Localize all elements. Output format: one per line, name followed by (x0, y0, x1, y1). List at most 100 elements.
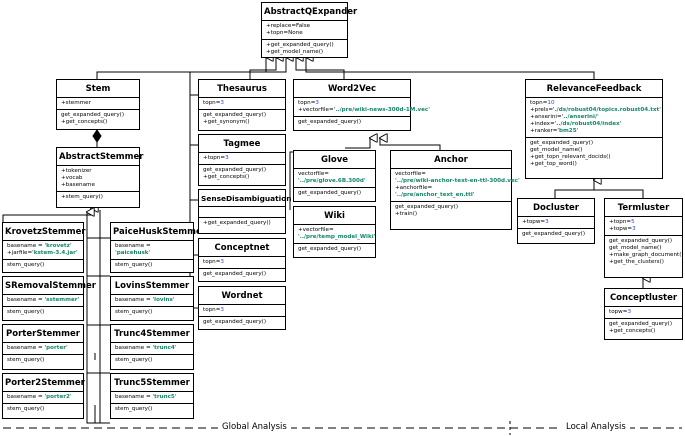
class-attributes: +vectorfile= '../pre/temp_model_Wiki' (294, 225, 375, 244)
method: get_expanded_query() (298, 190, 362, 196)
class-name: Trunc4Stemmer (111, 325, 193, 343)
attribute-value: 3 (632, 226, 636, 232)
class-attributes: topn=10 +prels='./ds/robust04/topics.rob… (526, 98, 662, 138)
class-name: RelevanceFeedback (526, 80, 662, 98)
class-porter-stemmer: PorterStemmer basename = 'porter' stem_q… (2, 324, 84, 370)
class-attributes: vectorfile= '../pre/wiki-anchor-text-en-… (391, 169, 520, 202)
class-attributes: basename = 'trunc4' (111, 343, 193, 355)
class-word2vec: Word2Vec topn=3 +vectorfile='../pre/wiki… (293, 79, 430, 131)
method: get_expanded_query() (395, 204, 459, 210)
class-paicehusk-stemmer: PaiceHuskStemmer basename = 'paicehusk' … (110, 222, 206, 273)
attribute-value: 3 (315, 100, 319, 106)
attribute: basename = (7, 394, 45, 400)
attribute: basename = (7, 297, 45, 303)
class-abstract-stemmer: AbstractStemmer +tokenizer +vocab +basen… (56, 147, 143, 208)
attribute: +vectorfile= (298, 107, 334, 113)
attribute-value: 3 (225, 155, 229, 161)
attribute: vectorfile= (298, 171, 329, 177)
method: +get_the_clusters() (609, 259, 664, 265)
class-conceptluster: Conceptluster topw=3 get_expanded_query(… (604, 288, 683, 340)
method: get_expanded_query() (61, 112, 125, 118)
attribute-value: 'krovetz' (44, 243, 72, 249)
method: get_model_name() (609, 245, 662, 251)
method: +get_expanded_query() (203, 220, 271, 226)
class-name: AbstractStemmer (57, 148, 143, 166)
class-attributes: basename = 'porter2' (3, 392, 83, 404)
class-thesaurus: Thesaurus topn=3 get_expanded_query() +g… (198, 79, 286, 131)
attribute-value: '../pre/anchor_text_en.ttl' (395, 192, 475, 198)
class-stem: Stem +stemmer get_expanded_query() +get_… (56, 79, 140, 130)
edge-thesaurus-inherits (249, 57, 276, 79)
class-name: Word2Vec (294, 80, 410, 98)
class-methods: stem_query() (3, 404, 83, 415)
attribute: +topn= (609, 219, 632, 225)
class-name: Wiki (294, 207, 375, 225)
class-attributes: +topn=3 (199, 153, 285, 165)
edge-stem-inherits (96, 57, 266, 79)
class-attributes: topw=3 (605, 307, 682, 319)
method: get_expanded_query() (609, 238, 673, 244)
class-attributes: +stemmer (57, 98, 139, 110)
class-name: LovinsStemmer (111, 277, 193, 295)
class-abstract-qexpander: AbstractQExpander +replace=False +topn=N… (261, 2, 357, 58)
attribute-value: 'porter' (44, 345, 68, 351)
class-name: Termluster (605, 199, 682, 217)
class-sremoval-stemmer: SRemovalStemmer basename = 'sstemmer' st… (2, 276, 96, 321)
class-anchor: Anchor vectorfile= '../pre/wiki-anchor-t… (390, 150, 520, 230)
attribute: basename = (7, 345, 45, 351)
method: +get_concepts() (203, 174, 250, 180)
class-glove: Glove vectorfile= '../pre/glove.6B.300d'… (293, 150, 376, 202)
attribute: +tokenizer (61, 168, 92, 174)
class-lovins-stemmer: LovinsStemmer basename = 'lovins' stem_q… (110, 276, 194, 321)
class-attributes: topn=3 (199, 305, 285, 317)
attribute-value: kstem-3.4.jar' (33, 250, 78, 256)
class-methods: get_expanded_query() +get_synonym() (199, 110, 285, 128)
global-analysis-label: Global Analysis (218, 422, 291, 432)
class-methods: get_expanded_query() +get_concepts() (605, 319, 682, 337)
attribute: +index=' (530, 121, 557, 127)
class-conceptnet: Conceptnet topn=3 get_expanded_query() (198, 238, 286, 282)
class-name: PorterStemmer (3, 325, 83, 343)
class-attributes: topn=3 (199, 257, 285, 269)
attribute: +topn= (203, 155, 226, 161)
class-name: Stem (57, 80, 139, 98)
method: get_expanded_query() (522, 231, 586, 237)
class-methods: stem_query() (111, 355, 193, 366)
class-name: Trunc5Stemmer (111, 374, 193, 392)
attribute: +anserini=' (530, 114, 564, 120)
attribute: basename = (115, 243, 151, 249)
method: +get_top_word() (530, 161, 577, 167)
class-attributes: basename = 'paicehusk' (111, 241, 193, 260)
attribute: +vectorfile= (298, 227, 334, 233)
attribute: +stemmer (61, 100, 91, 106)
method: +train() (395, 211, 418, 217)
class-methods: get_expanded_query() (199, 317, 285, 328)
method: get_expanded_query() (203, 167, 267, 173)
method: +get_concepts() (609, 328, 656, 334)
class-trunc5-stemmer: Trunc5Stemmer basename = 'trunc5' stem_q… (110, 373, 194, 419)
class-methods: get_expanded_query() +get_concepts() (199, 165, 285, 183)
method: stem_query() (115, 357, 153, 363)
class-name: Porter2Stemmer (3, 374, 85, 392)
class-methods: stem_query() (111, 404, 193, 415)
method: stem_query() (7, 309, 45, 315)
attribute: +vocab (61, 175, 83, 181)
attribute: basename = (115, 394, 153, 400)
class-methods: +get_expanded_query() (199, 218, 285, 229)
class-name: Docluster (518, 199, 594, 217)
class-name: Thesaurus (199, 80, 285, 98)
edge-docluster-inherits (554, 180, 594, 198)
attribute: +topw= (609, 226, 633, 232)
attribute: +anchorfile= (395, 185, 433, 191)
class-attributes (199, 207, 285, 218)
attribute: +prels=' (530, 107, 555, 113)
class-methods: stem_query() (3, 355, 83, 366)
edge-glove-inherits (345, 138, 370, 149)
attribute-value: 10 (547, 100, 555, 106)
attribute-value: 'trunc4' (152, 345, 177, 351)
attribute: basename = (7, 243, 45, 249)
attribute: topn= (203, 259, 221, 265)
attribute-value: '../pre/temp_model_Wiki' (298, 234, 376, 240)
edge-anchor-inherits (380, 138, 441, 150)
method: +stem_query() (61, 194, 103, 200)
